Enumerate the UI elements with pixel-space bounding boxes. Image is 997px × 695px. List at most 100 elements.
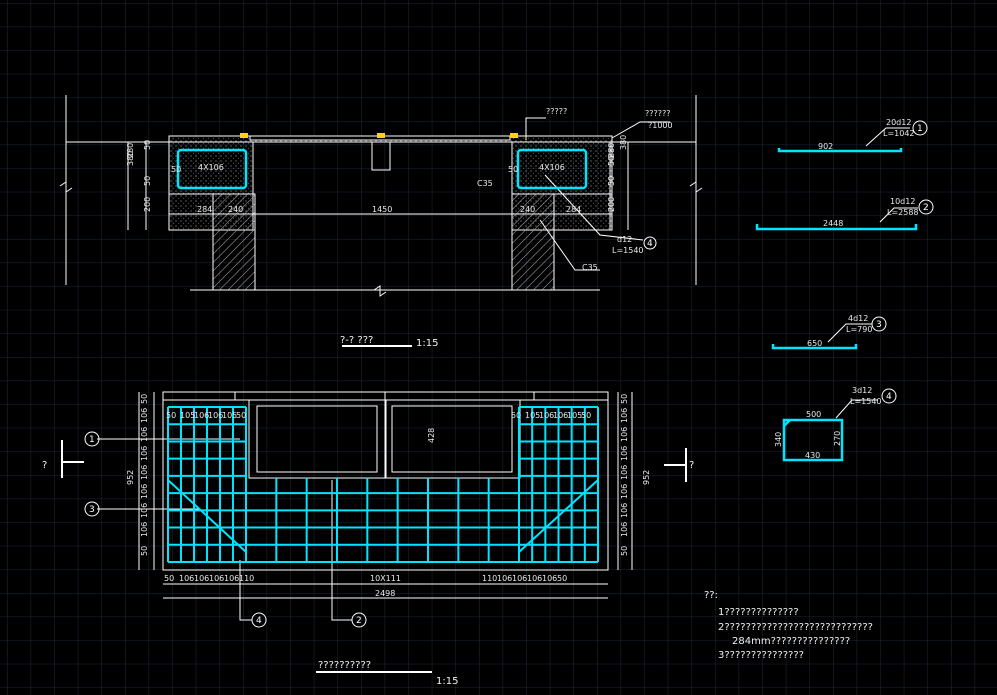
break-symbol-right [689,181,703,193]
side-dim-left: 50 [140,546,149,556]
bar-4-dim-right: 270 [833,431,842,446]
rebar-length: L=1540 [612,246,644,255]
bar-3: 3 4d12 L=790 650 [771,314,887,350]
top-dim-right: 50 [511,411,521,420]
callout-1-number: 1 [89,435,95,445]
beam-label-left: 4X106 [198,163,224,172]
top-dim-left: 105 [222,411,237,420]
side-dim-right: 106 [620,446,629,461]
bottom-dim-left: 106 [209,574,224,583]
top-label: ????? [546,107,567,116]
bar-schedule: 1 20d12 L=1042 902 2 10d12 L=2588 2448 3… [755,118,934,462]
leader-d12 [544,174,644,241]
break-symbol-left [59,181,73,193]
bar-4-callout [881,388,897,404]
bottom-dim-left: 106 [194,574,209,583]
top-dim-left: 50 [166,411,176,420]
top-dim-right: 106 [553,411,568,420]
bar-3-number: 3 [876,320,882,330]
side-dim-left: 106 [140,427,149,442]
bar-3-length: L=790 [846,325,872,334]
bar-1: 1 20d12 L=1042 902 [777,118,928,153]
dim-label: 284 [566,205,581,214]
bar-1-callout [912,120,928,136]
dim-total: 2498 [375,589,395,598]
section-vdim-left: 50 [143,176,152,186]
bottom-dim-left: 106 [224,574,239,583]
leader [525,117,546,140]
section-vdim-right: 50 [607,176,616,186]
rebar-cage-right [516,148,588,190]
bar-4-dim-top: 500 [806,410,821,419]
side-dim-right: 106 [620,408,629,423]
bar-3-leader [827,323,872,343]
wall-right [511,193,555,291]
dim-label: 240 [228,205,243,214]
dim-10x111: 10X111 [370,574,401,583]
rebar-label: d12 [617,235,632,244]
bottom-dim-left: 106 [179,574,194,583]
notes-title: ??: [704,590,718,601]
opening-left [256,405,378,473]
beam-rebar [176,148,588,190]
section-scale: 1:15 [416,338,438,349]
bar-2-dim: 2448 [823,219,843,228]
bar-2-length: L=2588 [887,208,919,217]
bar-4-shape [782,418,844,462]
side-dim-left: 106 [140,522,149,537]
section-labels: 4X106 4X106 ????? ?????? ?1000 284 240 1… [171,107,673,349]
yellow-marker [510,133,518,138]
side-dim-left: 106 [140,465,149,480]
bar-2-leader [879,207,918,223]
bar-4-length: L=1540 [850,397,882,406]
section-vdim-left: 380 [126,151,135,166]
dim-label: 50 [508,165,518,174]
bar-4-hook [783,419,791,427]
section-title: ?-? ??? [340,335,373,346]
side-dim-right: 106 [620,427,629,442]
side-dim-left: 106 [140,503,149,518]
notes: ??: 1?????????????? 2???????????????????… [704,590,873,661]
top-dim-right: 105 [525,411,540,420]
note-line: 1?????????????? [718,607,799,618]
bar-2-shape [755,224,918,231]
bar-1-number: 1 [917,124,923,134]
opening-right [391,405,513,473]
callout-4-section [643,236,657,250]
callout-1 [84,431,100,447]
side-dim-right: 106 [620,522,629,537]
bar-1-count: 20d12 [886,118,911,127]
section-mark-right-label: ? [689,460,694,471]
rebar-cage-left [176,148,248,190]
dim-label: 240 [520,205,535,214]
rebar-diagonal [167,479,247,553]
bar-2: 2 10d12 L=2588 2448 [755,197,934,231]
top-dim-right: 106 [539,411,554,420]
dim-label: 1450 [372,205,392,214]
callout-2 [351,612,367,628]
plan-view [61,391,687,673]
section-vdim-left: 280 [126,143,135,158]
bottom-dim-right: 50 [557,574,567,583]
side-dim-right: 106 [620,465,629,480]
dim-428: 428 [427,428,436,443]
top-dim-left: 105 [180,411,195,420]
elevation-label: ?1000 [648,121,673,130]
top-dim-left: 106 [194,411,209,420]
note-line: 3??????????????? [718,650,804,661]
bottom-dim-right: 106 [542,574,557,583]
bottom-dim-right: 106 [497,574,512,583]
bottom-dim-left: 110 [239,574,254,583]
concrete-grade: C35 [582,263,598,272]
side-dim-right: 106 [620,503,629,518]
dim-952-left: 952 [126,470,135,485]
section-vdim-right: 50 [607,156,616,166]
top-dim-left: 50 [236,411,246,420]
bottom-dim-right: 106 [512,574,527,583]
bar-3-count: 4d12 [848,314,868,323]
bar-4-dim-left: 340 [774,432,783,447]
top-label: ?????? [645,109,670,118]
